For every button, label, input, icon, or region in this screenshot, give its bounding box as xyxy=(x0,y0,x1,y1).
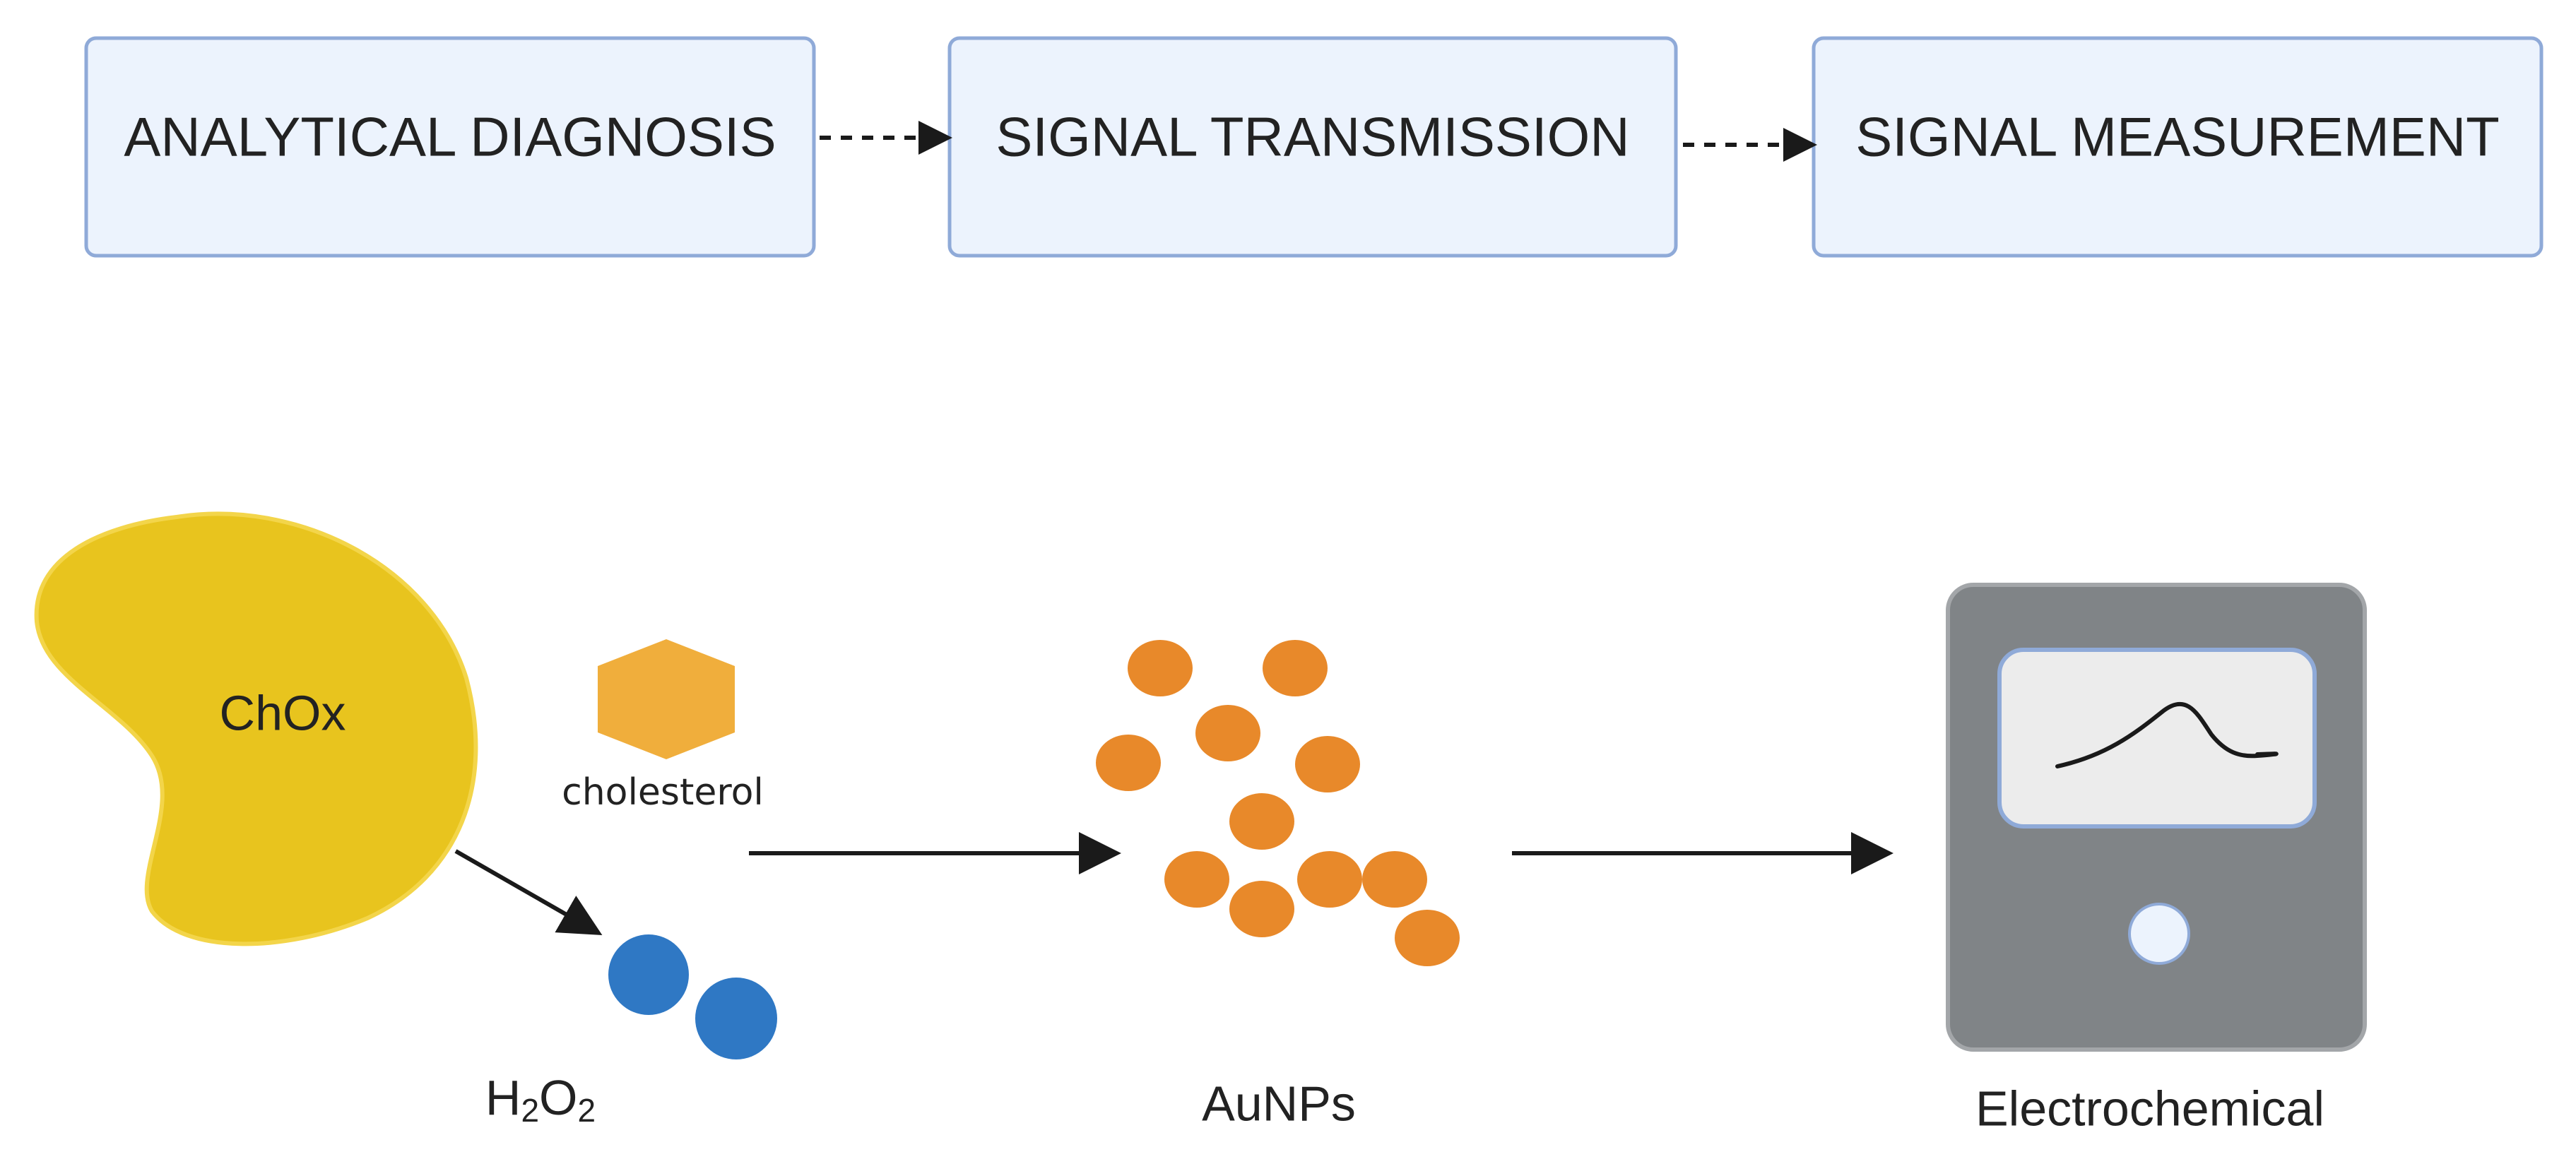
cholesterol-label: cholesterol xyxy=(562,771,764,814)
h2o2-molecule-2 xyxy=(695,978,777,1059)
step-box-analytical-diagnosis: ANALYTICAL DIAGNOSIS xyxy=(84,36,816,258)
aunps-cluster xyxy=(1096,640,1460,966)
h2o2-molecule-1 xyxy=(608,934,689,1015)
step-label-signal-transmission: SIGNAL TRANSMISSION xyxy=(995,106,1629,168)
step-box-signal-transmission: SIGNAL TRANSMISSION xyxy=(947,36,1678,258)
device-knob xyxy=(2128,903,2190,965)
device-screen xyxy=(1997,648,2317,829)
reaction-arrow xyxy=(454,849,603,935)
aunp-particle xyxy=(1128,640,1193,696)
aunps-label: AuNPs xyxy=(1202,1076,1356,1131)
aunp-particle xyxy=(1395,910,1460,966)
aunp-particle xyxy=(1297,851,1362,908)
aunp-particle xyxy=(1195,705,1260,761)
aunp-particle xyxy=(1096,735,1161,791)
aunp-particle xyxy=(1263,640,1328,696)
aunp-particle xyxy=(1362,851,1427,908)
chox-label: ChOx xyxy=(220,685,346,740)
step-box-signal-measurement: SIGNAL MEASUREMENT xyxy=(1812,36,2543,258)
cholesterol-hexagon xyxy=(598,639,735,759)
electrochemical-device-icon xyxy=(1946,583,2367,1052)
step-label-signal-measurement: SIGNAL MEASUREMENT xyxy=(1855,106,2500,168)
aunp-particle xyxy=(1229,881,1294,937)
h2o2-label: H2O2 xyxy=(485,1070,596,1129)
aunp-particle xyxy=(1164,851,1229,908)
aunp-particle xyxy=(1295,736,1360,792)
electrochemical-label: Electrochemical xyxy=(1975,1081,2324,1136)
aunp-particle xyxy=(1229,793,1294,850)
step-label-analytical-diagnosis: ANALYTICAL DIAGNOSIS xyxy=(124,106,776,168)
chox-enzyme-shape xyxy=(34,511,478,946)
signal-peak-curve xyxy=(2055,701,2279,768)
